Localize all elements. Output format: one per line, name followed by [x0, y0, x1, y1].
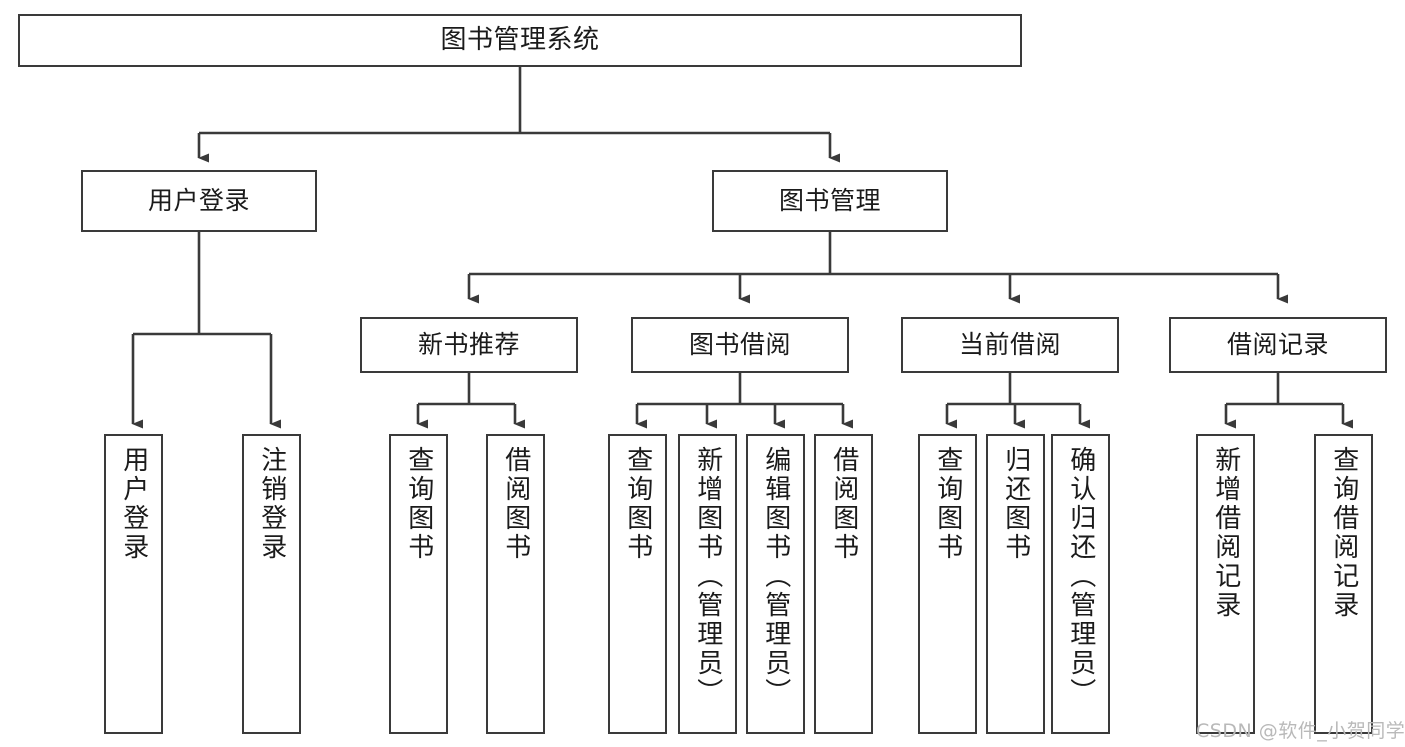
node-current-borrow[interactable]: 当前借阅 — [901, 317, 1119, 373]
node-leaf-query-book-2[interactable]: 查询图书 — [608, 434, 667, 734]
node-label: 当前借阅 — [958, 330, 1061, 360]
node-leaf-borrow-book-1[interactable]: 借阅图书 — [486, 434, 545, 734]
node-leaf-query-record[interactable]: 查询借阅记录 — [1314, 434, 1373, 734]
node-label: 注销登录 — [256, 446, 287, 562]
node-label: 确认归还（管理员） — [1065, 446, 1096, 707]
node-label: 归还图书 — [1000, 446, 1031, 562]
node-label: 借阅记录 — [1226, 330, 1329, 360]
node-label: 查询图书 — [403, 446, 434, 562]
node-user-login[interactable]: 用户登录 — [81, 170, 317, 232]
node-leaf-query-book-1[interactable]: 查询图书 — [389, 434, 448, 734]
node-label: 新增借阅记录 — [1210, 446, 1241, 620]
node-book-borrow[interactable]: 图书借阅 — [631, 317, 849, 373]
node-label: 借阅图书 — [500, 446, 531, 562]
node-leaf-user-logout[interactable]: 注销登录 — [242, 434, 301, 734]
node-new-book-recommend[interactable]: 新书推荐 — [360, 317, 578, 373]
node-label: 编辑图书（管理员） — [760, 446, 791, 707]
node-book-management[interactable]: 图书管理 — [712, 170, 948, 232]
node-label: 新书推荐 — [417, 330, 520, 360]
node-label: 用户登录 — [118, 446, 149, 562]
node-leaf-query-book-3[interactable]: 查询图书 — [918, 434, 977, 734]
node-label: 查询图书 — [932, 446, 963, 562]
node-label: 新增图书（管理员） — [692, 446, 723, 707]
node-leaf-add-record[interactable]: 新增借阅记录 — [1196, 434, 1255, 734]
node-borrow-record[interactable]: 借阅记录 — [1169, 317, 1387, 373]
node-leaf-add-book[interactable]: 新增图书（管理员） — [678, 434, 737, 734]
csdn-watermark: CSDN @软件_小贺同学 — [1196, 720, 1405, 742]
node-leaf-return-book[interactable]: 归还图书 — [986, 434, 1045, 734]
node-label: 用户登录 — [147, 186, 250, 216]
node-root-system[interactable]: 图书管理系统 — [18, 14, 1022, 67]
node-leaf-user-login[interactable]: 用户登录 — [104, 434, 163, 734]
node-leaf-confirm-return[interactable]: 确认归还（管理员） — [1051, 434, 1110, 734]
node-label: 图书管理系统 — [440, 25, 600, 56]
node-label: 借阅图书 — [828, 446, 859, 562]
node-label: 图书管理 — [778, 186, 881, 216]
node-label: 查询图书 — [622, 446, 653, 562]
node-leaf-borrow-book-2[interactable]: 借阅图书 — [814, 434, 873, 734]
node-leaf-edit-book[interactable]: 编辑图书（管理员） — [746, 434, 805, 734]
node-label: 查询借阅记录 — [1328, 446, 1359, 620]
node-label: 图书借阅 — [688, 330, 791, 360]
